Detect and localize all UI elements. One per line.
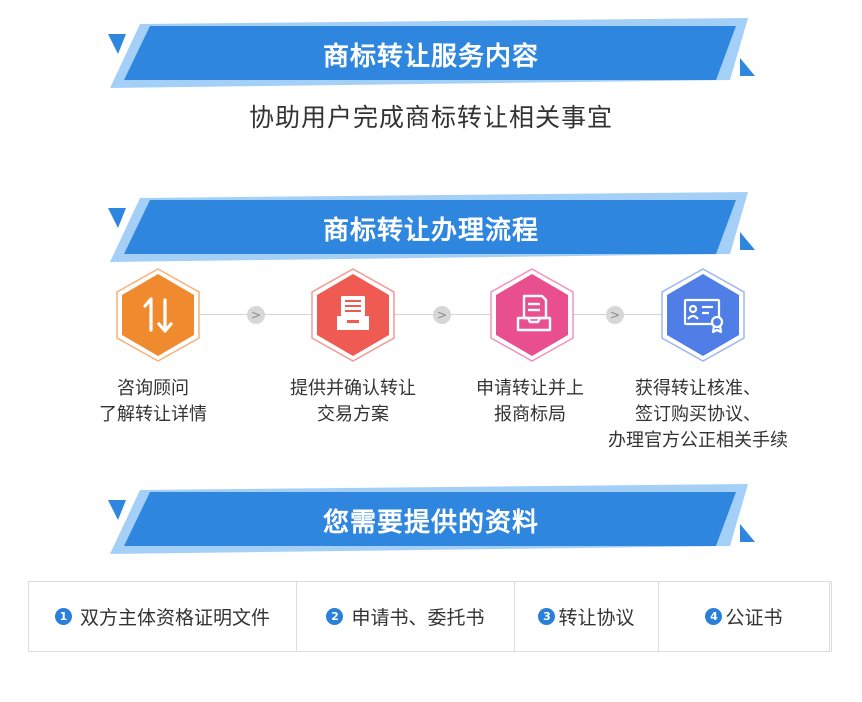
material-label: 公证书: [725, 607, 783, 629]
file-submit-icon: [516, 294, 552, 332]
section-title: 商标转让办理流程: [322, 216, 539, 246]
certificate-icon: [683, 298, 724, 334]
table-edge: [831, 581, 832, 652]
section-banner-process: 商标转让办理流程: [0, 192, 862, 270]
service-description: 协助用户完成商标转让相关事宜: [248, 103, 613, 132]
chevron-right-icon: >: [247, 306, 265, 324]
material-item: 4 公证书: [659, 582, 829, 651]
step-2-label: 提供并确认转让交易方案: [290, 378, 416, 425]
section-banner-service: 商标转让服务内容: [0, 18, 862, 96]
material-item: 3 转让协议: [515, 582, 659, 651]
chevron-right-icon: >: [433, 306, 451, 324]
step-3-label: 申请转让并上报商标局: [476, 378, 584, 425]
number-badge: 4: [705, 608, 723, 625]
section-title: 您需要提供的资料: [322, 508, 539, 538]
step-4-badge: [661, 268, 745, 362]
banner-background: [108, 484, 755, 554]
banner-background: [108, 192, 755, 262]
material-label: 转让协议: [558, 607, 635, 629]
materials-table: 1 双方主体资格证明文件 2 申请书、委托书 3 转让协议 4 公证书: [28, 581, 830, 652]
section-banner-materials: 您需要提供的资料: [0, 484, 862, 562]
material-label: 双方主体资格证明文件: [79, 607, 270, 629]
material-item: 2 申请书、委托书: [297, 582, 515, 651]
number-badge: 1: [54, 608, 72, 625]
number-badge: 3: [538, 608, 556, 625]
document-tray-icon: [337, 296, 369, 330]
step-1-label: 咨询顾问了解转让详情: [99, 378, 207, 425]
material-item: 1 双方主体资格证明文件: [29, 582, 297, 651]
step-3-badge: [490, 268, 574, 362]
step-1-badge: [116, 268, 200, 362]
number-badge: 2: [326, 608, 344, 625]
step-2-badge: [311, 268, 395, 362]
chevron-right-icon: >: [606, 306, 624, 324]
transfer-arrows-icon: [143, 297, 173, 333]
section-title: 商标转让服务内容: [322, 42, 539, 72]
banner-background: [108, 18, 755, 88]
step-4-label: 获得转让核准、签订购买协议、办理官方公正相关手续: [608, 378, 788, 451]
material-label: 申请书、委托书: [351, 607, 485, 629]
